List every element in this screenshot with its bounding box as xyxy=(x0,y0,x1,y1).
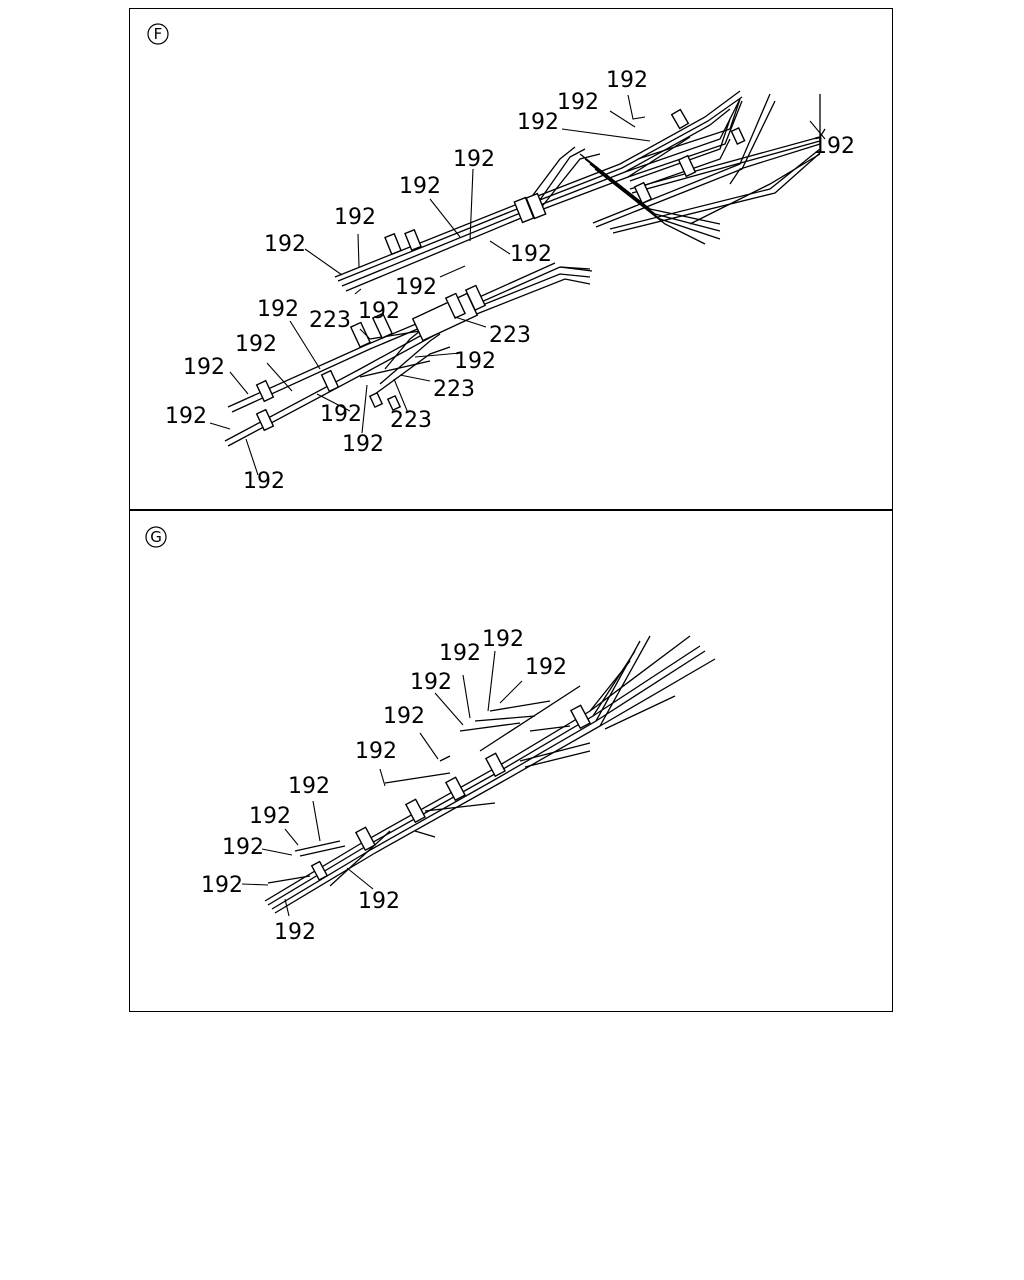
part-label: 192 xyxy=(525,655,567,680)
part-label: 192 xyxy=(320,402,362,427)
part-label: 192 xyxy=(453,147,495,172)
part-label: 192 xyxy=(274,920,316,945)
part-label: 192 xyxy=(183,355,225,380)
part-label: 192 xyxy=(243,469,285,494)
part-label: 192 xyxy=(454,349,496,374)
harness-bundle-g xyxy=(264,635,716,914)
part-label: 192 xyxy=(222,835,264,860)
diagram-panel-g: G xyxy=(129,510,893,1012)
part-label: 223 xyxy=(489,323,531,348)
part-label: 192 xyxy=(334,205,376,230)
part-label: 192 xyxy=(165,404,207,429)
part-label: 223 xyxy=(390,408,432,433)
part-label: 192 xyxy=(264,232,306,257)
part-label: 192 xyxy=(517,110,559,135)
part-labels-g: 192 192 192 192 192 192 192 192 192 192 … xyxy=(201,627,567,945)
part-label: 192 xyxy=(342,432,384,457)
leader-lines-f xyxy=(209,94,826,476)
part-label: 192 xyxy=(439,641,481,666)
panel-marker-circle xyxy=(147,23,169,45)
panel-marker-label: G xyxy=(150,528,162,546)
part-label: 192 xyxy=(813,134,855,159)
part-labels-f: 192 192 192 192 192 192 192 192 192 192 … xyxy=(165,68,855,494)
part-label: 192 xyxy=(399,174,441,199)
part-label: 192 xyxy=(235,332,277,357)
part-label: 192 xyxy=(383,704,425,729)
part-label: 192 xyxy=(557,90,599,115)
upper-harness-bundle xyxy=(334,90,826,292)
part-label: 192 xyxy=(482,627,524,652)
part-label: 192 xyxy=(410,670,452,695)
lower-harness-bundle xyxy=(224,262,593,447)
part-label: 192 xyxy=(249,804,291,829)
diagram-panel-f: F xyxy=(129,8,893,510)
part-label: 192 xyxy=(355,739,397,764)
part-label: 192 xyxy=(395,275,437,300)
wiring-harness-diagram-g: G xyxy=(145,526,716,945)
panel-marker-circle xyxy=(145,526,167,548)
part-label: 192 xyxy=(358,889,400,914)
wiring-harness-diagram-f: F xyxy=(147,23,855,494)
part-label: 192 xyxy=(201,873,243,898)
part-label: 192 xyxy=(358,299,400,324)
part-label: 223 xyxy=(433,377,475,402)
part-label: 192 xyxy=(257,297,299,322)
part-label: 223 xyxy=(309,308,351,333)
leader-lines-g xyxy=(241,650,523,917)
part-label: 192 xyxy=(606,68,648,93)
part-label: 192 xyxy=(510,242,552,267)
part-label: 192 xyxy=(288,774,330,799)
panel-marker-label: F xyxy=(154,25,163,43)
